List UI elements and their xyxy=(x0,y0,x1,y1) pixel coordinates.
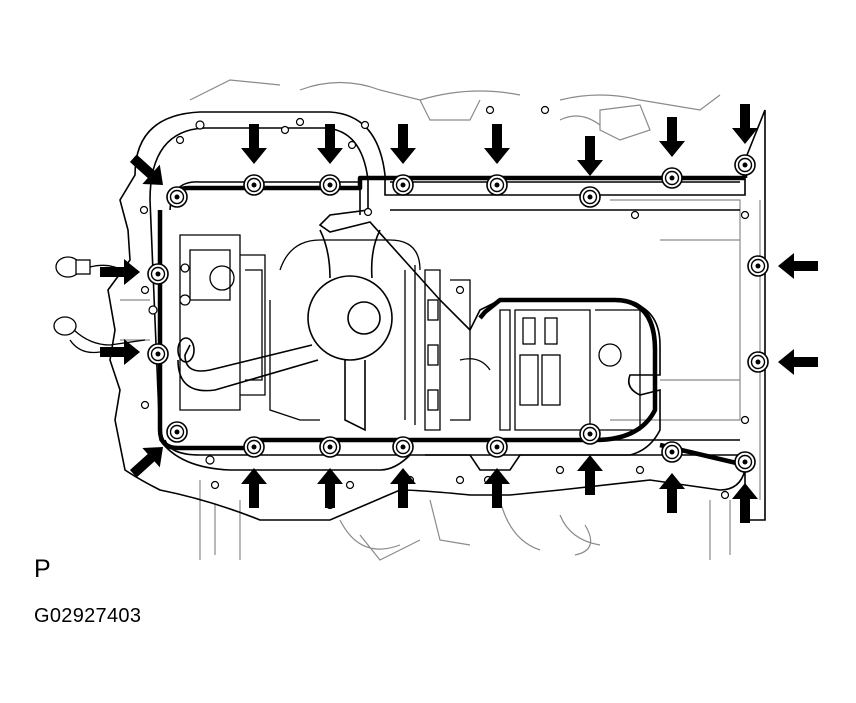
view-letter-label: P xyxy=(34,555,51,583)
oil-pan-bolts xyxy=(147,154,769,473)
figure-code-label: G02927403 xyxy=(34,605,142,627)
sensor-connectors xyxy=(53,256,146,354)
oil-strainer xyxy=(177,229,393,432)
crankcase-detail xyxy=(179,234,641,431)
